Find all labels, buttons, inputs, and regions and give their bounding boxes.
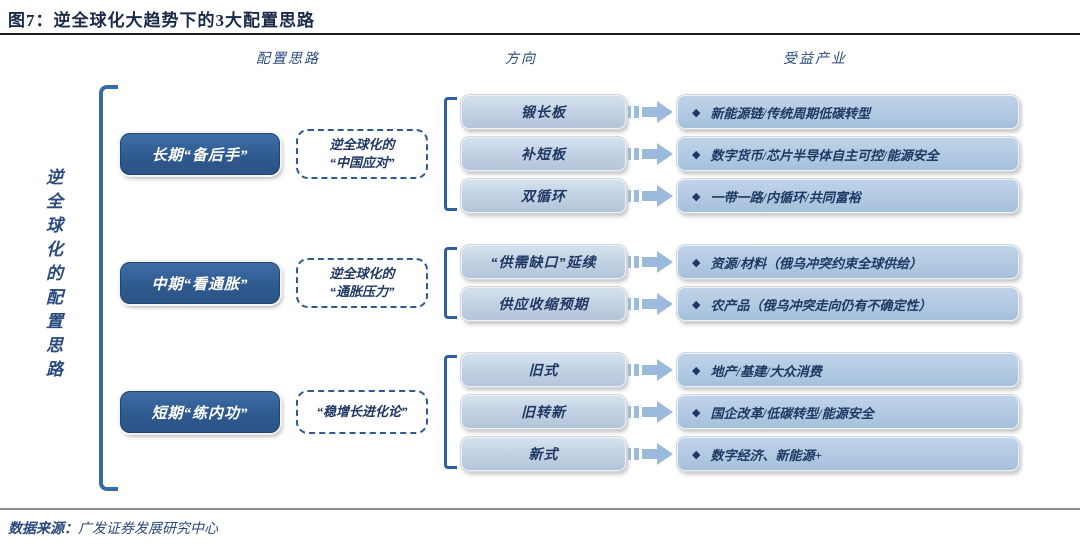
- diamond-icon: ◆: [692, 148, 701, 161]
- diagram-row: “供需缺口”延续 ◆ 资源/材料（俄乌冲突约束全球供给）: [461, 245, 1070, 279]
- direction-stack: 锻长板 ◆ 新能源链/传统周期低碳转型 补短板 ◆ 数字货币/芯片半导体自主可控/能…: [461, 95, 1070, 213]
- diagram-row: 锻长板 ◆ 新能源链/传统周期低碳转型: [461, 95, 1070, 129]
- strategy-group-long-term: 长期“备后手” 逆全球化的 “中国应对” 锻长板 ◆ 新能源链/传统周期低碳转型 …: [120, 95, 1070, 213]
- direction-box: 旧转新: [461, 395, 626, 429]
- group-bracket: [444, 355, 457, 469]
- diagram-row: 双循环 ◆ 一带一路/内循环/共同富裕: [461, 179, 1070, 213]
- diagram-row: 旧式 ◆ 地产/基建/大众消费: [461, 353, 1070, 387]
- benefit-box: ◆ 新能源链/传统周期低碳转型: [677, 95, 1019, 129]
- data-source: 数据来源：广发证券发展研究中心: [8, 518, 218, 538]
- allocation-diagram: 长期“备后手” 逆全球化的 “中国应对” 锻长板 ◆ 新能源链/传统周期低碳转型 …: [120, 88, 1070, 471]
- benefit-box: ◆ 地产/基建/大众消费: [677, 353, 1019, 387]
- benefit-box: ◆ 农产品（俄乌冲突走向仍有不确定性）: [677, 287, 1019, 321]
- strategy-box: 中期“看通胀”: [120, 262, 280, 304]
- benefit-box: ◆ 数字经济、新能源+: [677, 437, 1019, 471]
- group-bracket: [444, 97, 457, 211]
- right-arrow-icon: [628, 443, 673, 465]
- data-source-label: 数据来源：: [8, 522, 78, 537]
- right-arrow-icon: [628, 185, 673, 207]
- benefit-label: 数字货币/芯片半导体自主可控/能源安全: [710, 147, 939, 163]
- column-header-direction: 方向: [505, 52, 537, 67]
- diamond-icon: ◆: [692, 448, 701, 461]
- strategy-note-box: 逆全球化的 “中国应对”: [296, 129, 428, 179]
- diamond-icon: ◆: [692, 406, 701, 419]
- direction-box: 供应收缩预期: [461, 287, 626, 321]
- group-bracket: [444, 247, 457, 319]
- right-arrow-icon: [628, 101, 673, 123]
- diagram-row: 供应收缩预期 ◆ 农产品（俄乌冲突走向仍有不确定性）: [461, 287, 1070, 321]
- direction-stack: “供需缺口”延续 ◆ 资源/材料（俄乌冲突约束全球供给） 供应收缩预期 ◆ 农产品（…: [461, 245, 1070, 321]
- diagram-row: 补短板 ◆ 数字货币/芯片半导体自主可控/能源安全: [461, 137, 1070, 171]
- benefit-label: 资源/材料（俄乌冲突约束全球供给）: [710, 255, 923, 271]
- diamond-icon: ◆: [692, 106, 701, 119]
- footer-divider: [0, 508, 1080, 510]
- direction-box: “供需缺口”延续: [461, 245, 626, 279]
- direction-box: 补短板: [461, 137, 626, 171]
- diamond-icon: ◆: [692, 256, 701, 269]
- note-line: “通胀压力”: [329, 284, 395, 299]
- direction-stack-wrap: 旧式 ◆ 地产/基建/大众消费 旧转新 ◆ 国企改革/低碳转型/能源安全 新式 ◆ 数…: [444, 353, 1070, 471]
- right-arrow-icon: [628, 143, 673, 165]
- direction-stack-wrap: 锻长板 ◆ 新能源链/传统周期低碳转型 补短板 ◆ 数字货币/芯片半导体自主可控/能…: [444, 95, 1070, 213]
- column-header-industry: 受益产业: [783, 52, 847, 67]
- strategy-box: 长期“备后手”: [120, 133, 280, 175]
- strategy-group-mid-term: 中期“看通胀” 逆全球化的 “通胀压力” “供需缺口”延续 ◆ 资源/材料（俄乌冲…: [120, 245, 1070, 321]
- direction-box: 新式: [461, 437, 626, 471]
- direction-stack-wrap: “供需缺口”延续 ◆ 资源/材料（俄乌冲突约束全球供给） 供应收缩预期 ◆ 农产品（…: [444, 245, 1070, 321]
- right-arrow-icon: [628, 251, 673, 273]
- benefit-label: 农产品（俄乌冲突走向仍有不确定性）: [710, 297, 932, 313]
- strategy-box: 短期“练内功”: [120, 391, 280, 433]
- data-source-value: 广发证券发展研究中心: [78, 522, 218, 537]
- direction-box: 旧式: [461, 353, 626, 387]
- diagram-row: 新式 ◆ 数字经济、新能源+: [461, 437, 1070, 471]
- diamond-icon: ◆: [692, 298, 701, 311]
- note-line: 逆全球化的: [329, 266, 395, 282]
- strategy-note-box: “稳增长进化论”: [296, 390, 428, 434]
- title-divider: [0, 33, 1080, 35]
- note-line: “稳增长进化论”: [316, 404, 408, 420]
- benefit-label: 地产/基建/大众消费: [710, 363, 822, 379]
- right-arrow-icon: [628, 293, 673, 315]
- direction-box: 锻长板: [461, 95, 626, 129]
- benefit-label: 数字经济、新能源+: [710, 447, 822, 463]
- benefit-label: 新能源链/传统周期低碳转型: [710, 105, 871, 121]
- outer-bracket: [99, 85, 118, 491]
- note-line: 逆全球化的: [329, 137, 395, 153]
- diamond-icon: ◆: [692, 364, 701, 377]
- benefit-box: ◆ 数字货币/芯片半导体自主可控/能源安全: [677, 137, 1019, 171]
- strategy-note-box: 逆全球化的 “通胀压力”: [296, 258, 428, 308]
- direction-box: 双循环: [461, 179, 626, 213]
- diagram-row: 旧转新 ◆ 国企改革/低碳转型/能源安全: [461, 395, 1070, 429]
- benefit-box: ◆ 一带一路/内循环/共同富裕: [677, 179, 1019, 213]
- diamond-icon: ◆: [692, 190, 701, 203]
- strategy-group-short-term: 短期“练内功” “稳增长进化论” 旧式 ◆ 地产/基建/大众消费 旧转新 ◆ 国企改…: [120, 353, 1070, 471]
- direction-stack: 旧式 ◆ 地产/基建/大众消费 旧转新 ◆ 国企改革/低碳转型/能源安全 新式 ◆ 数…: [461, 353, 1070, 471]
- column-header-strategy: 配置思路: [256, 52, 320, 67]
- side-vertical-label: 逆全球化的配置思路: [43, 168, 62, 384]
- benefit-label: 国企改革/低碳转型/能源安全: [710, 405, 874, 421]
- note-line: “中国应对”: [329, 155, 395, 170]
- benefit-label: 一带一路/内循环/共同富裕: [710, 189, 861, 205]
- benefit-box: ◆ 资源/材料（俄乌冲突约束全球供给）: [677, 245, 1019, 279]
- right-arrow-icon: [628, 401, 673, 423]
- benefit-box: ◆ 国企改革/低碳转型/能源安全: [677, 395, 1019, 429]
- figure-title: 图7：逆全球化大趋势下的3大配置思路: [8, 11, 315, 30]
- right-arrow-icon: [628, 359, 673, 381]
